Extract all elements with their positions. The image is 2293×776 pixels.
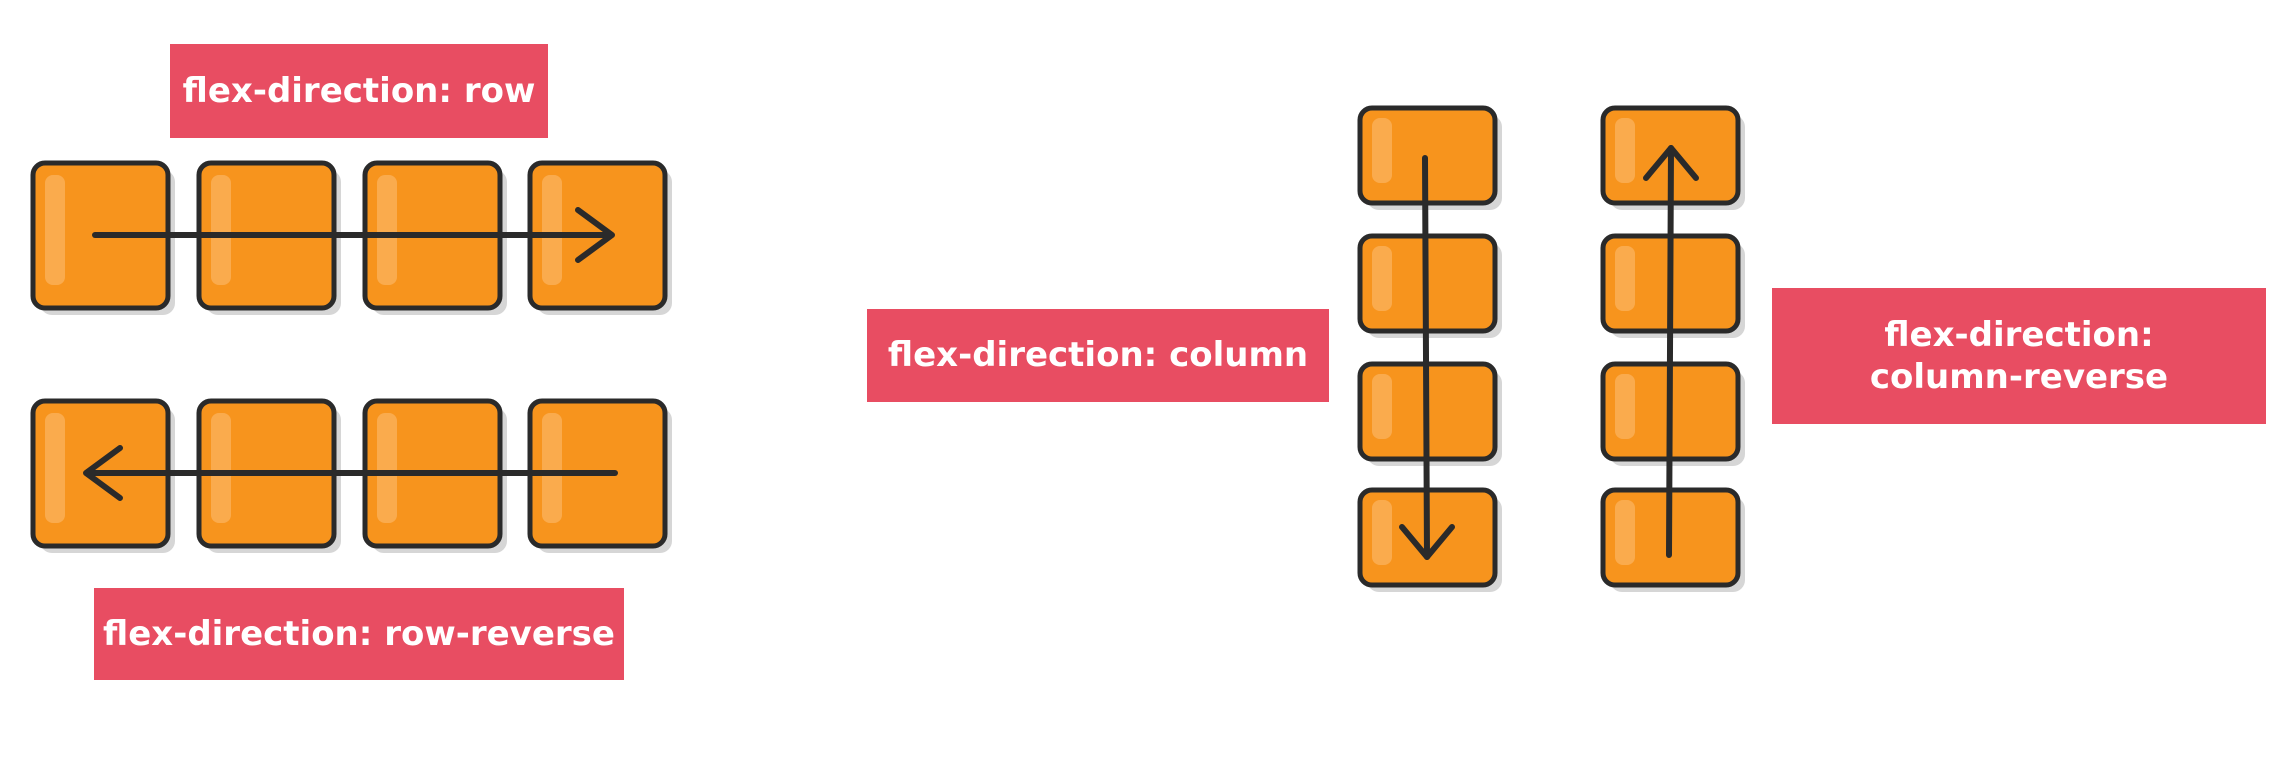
box bbox=[362, 160, 507, 315]
column-boxes bbox=[1357, 105, 1502, 592]
box bbox=[1600, 105, 1745, 210]
box bbox=[1600, 361, 1745, 466]
box bbox=[362, 398, 507, 553]
box bbox=[1357, 487, 1502, 592]
arrow-up-icon bbox=[1666, 145, 1674, 558]
box bbox=[527, 398, 672, 553]
box bbox=[1600, 233, 1745, 338]
box bbox=[1357, 361, 1502, 466]
label-text-line1: flex-direction: bbox=[1884, 314, 2154, 355]
label-text: flex-direction: row-reverse bbox=[103, 613, 615, 654]
row-reverse-boxes bbox=[30, 398, 672, 553]
label-flex-direction-column: flex-direction: column bbox=[867, 309, 1329, 402]
arrowhead-left-icon bbox=[83, 445, 123, 501]
label-text: flex-direction: row bbox=[182, 70, 536, 111]
row-boxes bbox=[30, 160, 672, 315]
column-reverse-boxes bbox=[1600, 105, 1745, 592]
label-text-line2: column-reverse bbox=[1869, 357, 2169, 397]
box bbox=[1357, 233, 1502, 338]
label-flex-direction-column-reverse: flex-direction: column-reverse bbox=[1772, 288, 2266, 424]
label-text: flex-direction: column bbox=[887, 335, 1309, 376]
box bbox=[196, 160, 341, 315]
box bbox=[1600, 487, 1745, 592]
arrow-down-icon bbox=[1422, 155, 1430, 560]
box bbox=[527, 160, 672, 315]
box bbox=[30, 160, 175, 315]
arrowhead-right-icon bbox=[575, 207, 615, 263]
box bbox=[196, 398, 341, 553]
box bbox=[30, 398, 175, 553]
arrowhead-up-icon bbox=[1643, 145, 1699, 181]
label-flex-direction-row: flex-direction: row bbox=[170, 44, 548, 138]
box bbox=[1357, 105, 1502, 210]
arrowhead-down-icon bbox=[1399, 524, 1455, 560]
label-flex-direction-row-reverse: flex-direction: row-reverse bbox=[94, 588, 624, 680]
